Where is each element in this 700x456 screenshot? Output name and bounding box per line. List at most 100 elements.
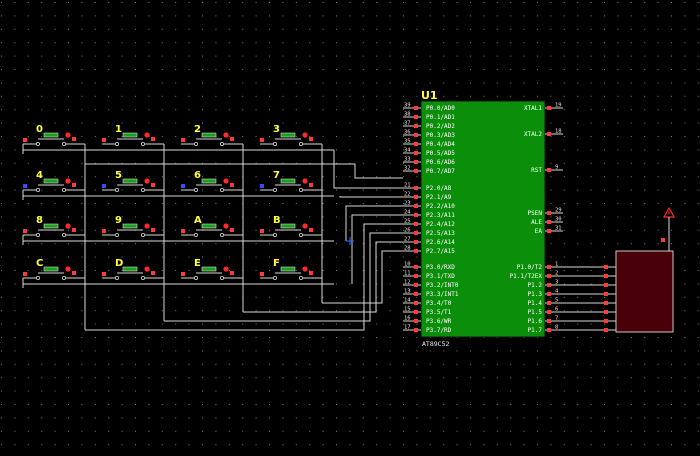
keypad-pin-marker: [72, 271, 76, 275]
chip-pin-marker[interactable]: [547, 106, 551, 110]
chip-pin-name: P1.4: [528, 300, 543, 307]
keypad-button-cap: [280, 223, 296, 229]
chip-pin-marker[interactable]: [414, 274, 418, 278]
chip-pin-marker[interactable]: [414, 186, 418, 190]
chip-pin-number: 5: [555, 298, 558, 304]
keypad-button-label: F: [273, 258, 280, 269]
keypad-button[interactable]: B: [260, 215, 322, 237]
keypad-pin-marker: [260, 272, 264, 276]
chip-pin-marker[interactable]: [414, 249, 418, 253]
keypad-pin-marker: [72, 228, 76, 232]
output-device[interactable]: [615, 206, 676, 333]
chip-pin-marker[interactable]: [414, 328, 418, 332]
chip-pin-marker[interactable]: [547, 168, 551, 172]
column-wire: [85, 223, 403, 331]
chip-pin-marker[interactable]: [414, 283, 418, 287]
keypad-button-cap: [201, 178, 217, 184]
keypad-terminal: [36, 232, 41, 237]
chip-pin-marker[interactable]: [414, 292, 418, 296]
keypad-button[interactable]: 3: [260, 124, 322, 146]
chip-pin-name: P3.1/TXD: [426, 273, 455, 280]
chip-pin-number: 2: [555, 271, 558, 277]
chip-pin-marker[interactable]: [414, 240, 418, 244]
chip-pin-marker[interactable]: [414, 133, 418, 137]
chip-pin-name: P1.3: [528, 291, 543, 298]
keypad-pin-marker: [230, 183, 234, 187]
keypad-button[interactable]: A: [181, 215, 243, 237]
keypad-terminal: [36, 187, 41, 192]
keypad-button-cap: [122, 178, 138, 184]
keypad-button[interactable]: 2: [181, 124, 243, 146]
chip-pin-marker[interactable]: [547, 220, 551, 224]
keypad-button-label: 6: [194, 170, 201, 181]
chip-pin-marker[interactable]: [547, 211, 551, 215]
chip-pin-marker[interactable]: [547, 229, 551, 233]
chip-pin-marker[interactable]: [414, 231, 418, 235]
chip-pin-marker[interactable]: [547, 328, 551, 332]
keypad-button[interactable]: 4: [23, 170, 85, 192]
chip-pin-marker[interactable]: [414, 222, 418, 226]
keypad-button[interactable]: C: [23, 258, 85, 280]
keypad-button[interactable]: 0: [23, 124, 85, 146]
chip-pin-marker[interactable]: [547, 292, 551, 296]
chip-pin-marker[interactable]: [414, 265, 418, 269]
chip-pin-marker[interactable]: [414, 151, 418, 155]
chip-pin-marker[interactable]: [414, 106, 418, 110]
chip-pin-marker[interactable]: [414, 301, 418, 305]
bus-pin-marker: [604, 292, 608, 296]
chip-pin-name: P3.3/INT1: [426, 291, 459, 298]
chip-part-label: AT89C52: [422, 340, 449, 348]
keypad-terminal: [62, 275, 67, 280]
keypad-button[interactable]: D: [102, 258, 164, 280]
chip-pin-marker[interactable]: [547, 301, 551, 305]
chip-pin-marker[interactable]: [414, 310, 418, 314]
chip-pin-marker[interactable]: [547, 265, 551, 269]
chip-pin-marker[interactable]: [414, 169, 418, 173]
chip-pin-marker[interactable]: [414, 213, 418, 217]
keypad-state-indicator: [144, 266, 150, 272]
chip-pin-number: 12: [404, 280, 411, 286]
keypad-button[interactable]: 5: [102, 170, 164, 192]
chip-body[interactable]: [420, 100, 546, 338]
keypad-button[interactable]: 7: [260, 170, 322, 192]
keypad-button-label: E: [194, 258, 201, 269]
keypad-terminal: [115, 187, 120, 192]
chip-pin-marker[interactable]: [547, 319, 551, 323]
keypad-terminal: [193, 187, 198, 192]
chip-pin-marker[interactable]: [547, 310, 551, 314]
keypad-pin-marker: [102, 138, 106, 142]
chip-pin-number: 27: [404, 237, 411, 243]
chip-pin-name: P1.5: [528, 309, 543, 316]
chip-pin-marker[interactable]: [547, 283, 551, 287]
chip-pin-marker[interactable]: [547, 132, 551, 136]
chip-pin-marker[interactable]: [414, 124, 418, 128]
chip-pin-marker[interactable]: [414, 160, 418, 164]
chip-pin-marker[interactable]: [414, 319, 418, 323]
keypad-button[interactable]: 6: [181, 170, 243, 192]
chip-pin-marker[interactable]: [414, 195, 418, 199]
chip-pin-name: P1.2: [528, 282, 543, 289]
chip-pin-name: P2.7/A15: [426, 248, 455, 255]
chip-pin-marker[interactable]: [414, 204, 418, 208]
keypad-button-label: 2: [194, 124, 201, 135]
chip-pin-marker[interactable]: [414, 115, 418, 119]
chip-pin-number: 3: [555, 280, 558, 286]
keypad-pin-marker: [151, 137, 155, 141]
keypad-button-cap: [43, 132, 59, 138]
keypad-button[interactable]: 9: [102, 215, 164, 237]
keypad-button[interactable]: 8: [23, 215, 85, 237]
keypad-button[interactable]: 1: [102, 124, 164, 146]
output-device-body[interactable]: [615, 250, 674, 333]
keypad-button[interactable]: E: [181, 258, 243, 280]
chip-pin-marker[interactable]: [414, 142, 418, 146]
keypad-button[interactable]: F: [260, 258, 322, 280]
keypad-button-cap: [201, 132, 217, 138]
probe-cross-icon: [346, 237, 354, 245]
keypad-button-cap: [43, 223, 59, 229]
chip-pin-marker[interactable]: [547, 274, 551, 278]
keypad-terminal: [140, 141, 145, 146]
